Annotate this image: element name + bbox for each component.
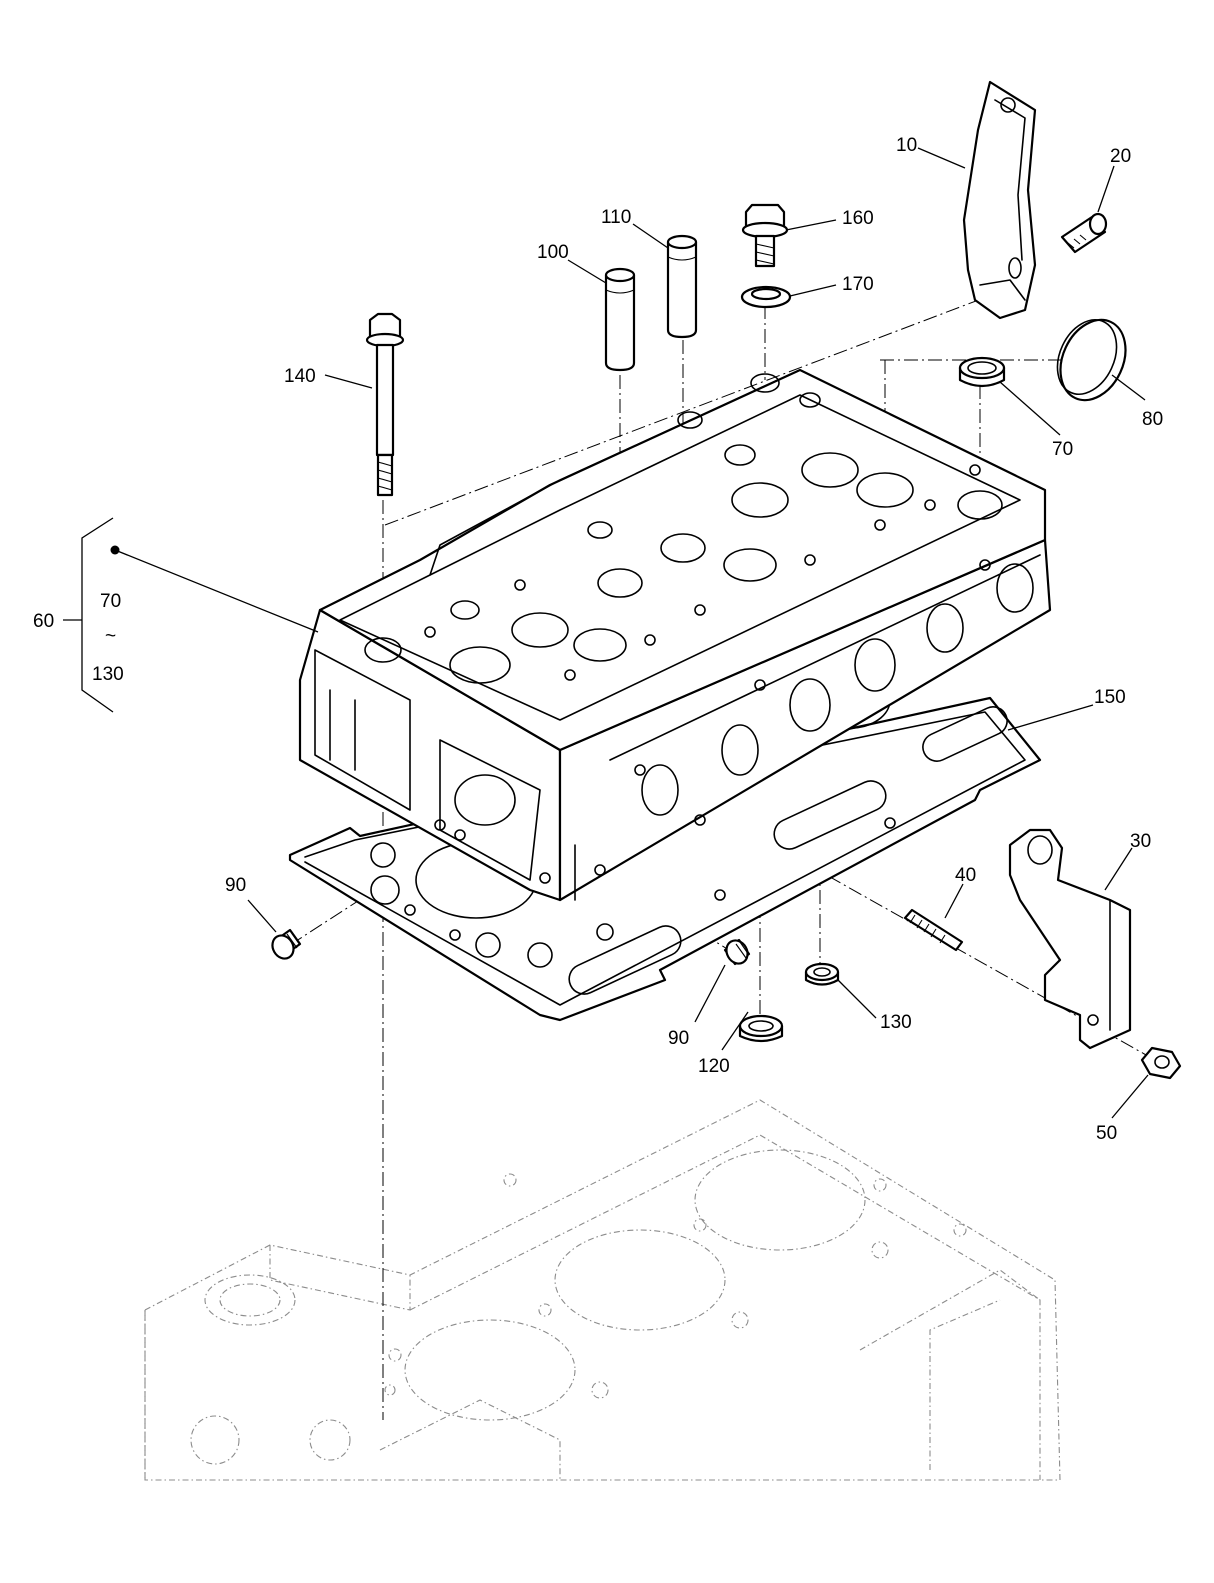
stud-40 bbox=[903, 908, 964, 952]
bolt-140 bbox=[365, 312, 405, 497]
seal-ring-70 bbox=[958, 356, 1006, 388]
callout-160: 160 bbox=[842, 208, 874, 229]
leader-lines bbox=[63, 147, 1149, 1119]
callout-dot bbox=[110, 545, 120, 555]
plug-20 bbox=[1060, 212, 1108, 254]
cap-80 bbox=[1056, 318, 1127, 402]
washer-130 bbox=[804, 962, 840, 986]
callout-150: 150 bbox=[1094, 687, 1126, 708]
callout-60: 60 bbox=[33, 611, 54, 632]
callout-80: 80 bbox=[1142, 409, 1163, 430]
callout-100: 100 bbox=[537, 242, 569, 263]
callout-90-left: 90 bbox=[225, 875, 246, 896]
callout-10: 10 bbox=[896, 135, 917, 156]
callout-labels: 10 20 30 40 50 60 70 ~ 130 70 80 90 90 1… bbox=[33, 135, 1163, 1144]
seal-120 bbox=[738, 1014, 784, 1043]
callout-140: 140 bbox=[284, 366, 316, 387]
callout-70: 70 bbox=[1052, 439, 1073, 460]
bracket-30 bbox=[1008, 828, 1132, 1050]
cylinder-head bbox=[298, 368, 1052, 902]
washer-170 bbox=[740, 285, 792, 309]
callout-70-range: 70 bbox=[100, 591, 121, 612]
callout-130-range: 130 bbox=[92, 664, 124, 685]
plug-90-left bbox=[271, 928, 302, 960]
valve-guide-100 bbox=[604, 267, 636, 372]
callout-30: 30 bbox=[1130, 831, 1151, 852]
nut-50 bbox=[1140, 1046, 1182, 1080]
plug-bolt-160 bbox=[741, 203, 789, 268]
engine-block-ghost bbox=[144, 1099, 1061, 1481]
callout-40: 40 bbox=[955, 865, 976, 886]
range-tilde: ~ bbox=[105, 626, 116, 647]
callout-120: 120 bbox=[698, 1056, 730, 1077]
callout-110: 110 bbox=[601, 207, 631, 228]
valve-guide-110 bbox=[666, 234, 698, 339]
callout-90-center: 90 bbox=[668, 1028, 689, 1049]
callout-50: 50 bbox=[1096, 1123, 1117, 1144]
plug-90-center bbox=[723, 938, 751, 966]
lifting-bracket-10 bbox=[962, 80, 1037, 320]
callout-20: 20 bbox=[1110, 146, 1131, 167]
callout-170: 170 bbox=[842, 274, 874, 295]
callout-130: 130 bbox=[880, 1012, 912, 1033]
head-gasket bbox=[288, 671, 1042, 1022]
